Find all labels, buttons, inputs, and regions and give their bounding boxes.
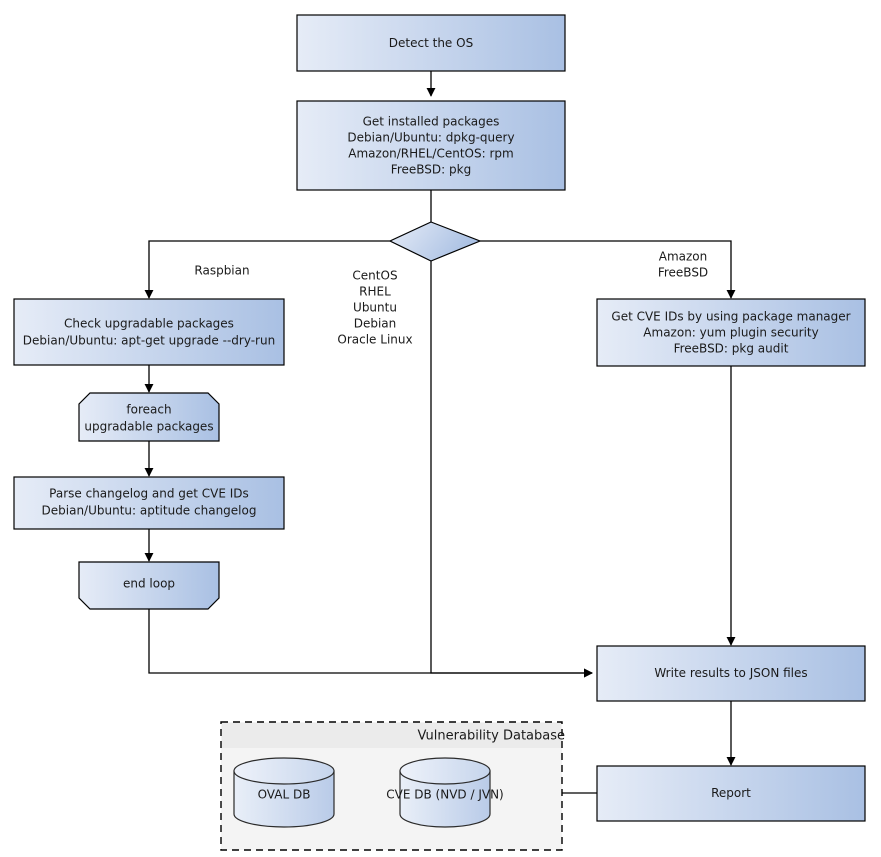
check-upgradable-packages-box[interactable] xyxy=(13,298,285,366)
node-end-loop[interactable]: end loop xyxy=(78,561,220,610)
detect-os-label: Detect the OS xyxy=(389,36,473,50)
foreach-loop-line-2: upgradable packages xyxy=(84,420,213,434)
cve-db-cylinder-top xyxy=(399,757,491,785)
edge-decision-to-get-cve-ids xyxy=(480,240,736,299)
oval-db-label: OVAL DB xyxy=(258,788,311,802)
edge-decision-center-to-write-results xyxy=(430,261,593,678)
write-results-json-label: Write results to JSON files xyxy=(654,666,807,680)
branch-center-line-1: CentOS xyxy=(352,269,397,283)
node-os-decision[interactable] xyxy=(388,221,482,262)
oval-db-cylinder-top xyxy=(233,757,335,785)
get-cve-ids-line-3: FreeBSD: pkg audit xyxy=(674,342,789,356)
branch-right-line-1: Amazon xyxy=(659,250,708,264)
edge-label-raspbian: Raspbian xyxy=(194,264,249,278)
node-detect-os[interactable]: Detect the OS xyxy=(296,14,566,72)
write-results-json-box[interactable] xyxy=(596,645,866,702)
branch-center-line-4: Debian xyxy=(354,317,397,331)
edge-endloop-to-write-results xyxy=(148,609,593,678)
detect-os-box[interactable] xyxy=(296,14,566,72)
branch-center-line-3: Ubuntu xyxy=(353,301,397,315)
get-installed-packages-line-3: Amazon/RHEL/CentOS: rpm xyxy=(348,147,513,161)
oval-db-cylinder-body[interactable] xyxy=(233,770,335,828)
parse-changelog-line-2: Debian/Ubuntu: aptitude changelog xyxy=(42,504,257,518)
edge-label-center: CentOS RHEL Ubuntu Debian Oracle Linux xyxy=(337,269,412,347)
parse-changelog-line-1: Parse changelog and get CVE IDs xyxy=(49,487,249,501)
parse-changelog-box[interactable] xyxy=(13,476,285,530)
edge-decision-to-check-upgradable xyxy=(144,240,390,299)
node-check-upgradable-packages[interactable]: Check upgradable packages Debian/Ubuntu:… xyxy=(13,298,285,366)
group-vulnerability-database: Vulnerability Database OVAL DB CVE DB (N… xyxy=(220,721,565,851)
node-write-results-json[interactable]: Write results to JSON files xyxy=(596,645,866,702)
get-installed-packages-box[interactable] xyxy=(296,100,566,191)
node-report[interactable]: Report xyxy=(596,765,866,822)
vulnerability-database-header-band xyxy=(222,723,561,748)
report-label: Report xyxy=(711,786,751,800)
cve-db-label: CVE DB (NVD / JVN) xyxy=(386,788,503,802)
end-loop-label: end loop xyxy=(123,577,175,591)
branch-center-line-5: Oracle Linux xyxy=(337,333,412,347)
get-cve-ids-line-1: Get CVE IDs by using package manager xyxy=(611,310,850,324)
branch-center-line-2: RHEL xyxy=(359,285,391,299)
node-get-installed-packages[interactable]: Get installed packages Debian/Ubuntu: dp… xyxy=(296,100,566,191)
foreach-loop-start-shape[interactable] xyxy=(78,392,220,442)
get-installed-packages-line-1: Get installed packages xyxy=(363,115,500,129)
node-get-cve-ids-package-manager[interactable]: Get CVE IDs by using package manager Ama… xyxy=(596,298,866,367)
get-cve-ids-line-2: Amazon: yum plugin security xyxy=(643,326,818,340)
vulnerability-database-title: Vulnerability Database xyxy=(418,729,565,744)
report-box[interactable] xyxy=(596,765,866,822)
branch-right-line-2: FreeBSD xyxy=(658,266,708,280)
get-cve-ids-box[interactable] xyxy=(596,298,866,367)
cve-db-cylinder-body[interactable] xyxy=(399,770,491,828)
database-cve-db[interactable]: CVE DB (NVD / JVN) xyxy=(386,757,504,828)
foreach-loop-line-1: foreach xyxy=(126,403,171,417)
end-loop-shape[interactable] xyxy=(78,561,220,610)
edge-label-right: Amazon FreeBSD xyxy=(658,250,708,280)
os-decision-diamond[interactable] xyxy=(388,221,482,262)
node-foreach-loop-start[interactable]: foreach upgradable packages xyxy=(78,392,220,442)
database-oval-db[interactable]: OVAL DB xyxy=(233,757,335,828)
node-parse-changelog[interactable]: Parse changelog and get CVE IDs Debian/U… xyxy=(13,476,285,530)
branch-raspbian-label: Raspbian xyxy=(194,264,249,278)
check-upgradable-line-2: Debian/Ubuntu: apt-get upgrade --dry-run xyxy=(23,334,275,348)
check-upgradable-line-1: Check upgradable packages xyxy=(64,317,234,331)
get-installed-packages-line-2: Debian/Ubuntu: dpkg-query xyxy=(347,131,514,145)
get-installed-packages-line-4: FreeBSD: pkg xyxy=(391,163,471,177)
